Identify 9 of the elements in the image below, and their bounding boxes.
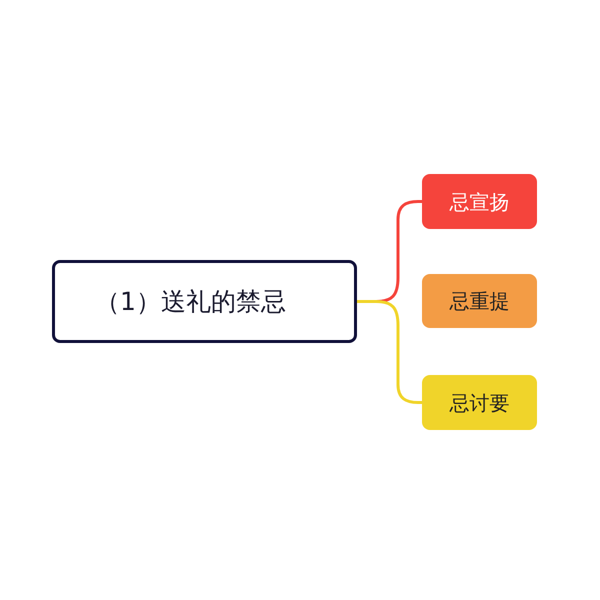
- node-label: 忌讨要: [450, 390, 510, 416]
- subtopic-box: [422, 375, 537, 430]
- node-label: 忌重提: [450, 288, 510, 315]
- subtopic-box: [422, 274, 537, 328]
- subtopic-box: [422, 174, 537, 229]
- node-label: （1）送礼的禁忌: [95, 286, 286, 318]
- node-label: 忌宣扬: [450, 188, 510, 216]
- topic-box: [52, 260, 357, 343]
- branch-line: [357, 300, 422, 404]
